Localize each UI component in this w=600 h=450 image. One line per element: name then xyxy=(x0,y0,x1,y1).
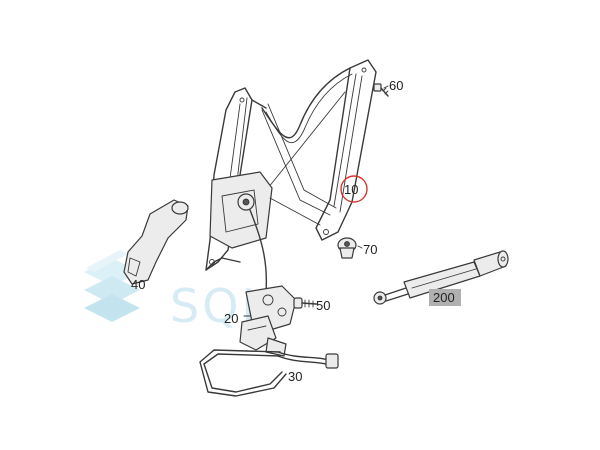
wiring-harness xyxy=(199,349,339,397)
window-regulator-assembly xyxy=(205,59,377,271)
callout-40: 40 xyxy=(131,277,145,292)
callout-200: 200 xyxy=(433,290,455,305)
callout-70: 70 xyxy=(363,242,377,257)
leader-lines xyxy=(243,85,389,317)
drive-cable xyxy=(249,209,268,293)
gas-strut xyxy=(373,250,509,305)
door-handle xyxy=(123,199,189,285)
callout-10-highlight-circle xyxy=(340,175,368,203)
screw-50 xyxy=(293,297,317,309)
callout-10: 10 xyxy=(344,182,358,197)
clip-70 xyxy=(337,237,357,259)
callout-200-highlight-box xyxy=(429,289,461,306)
watermark-logo: SQL xyxy=(84,250,267,333)
callout-60: 60 xyxy=(389,78,403,93)
bolt-60 xyxy=(373,83,389,97)
callout-20: 20 xyxy=(224,311,238,326)
window-motor xyxy=(239,285,297,357)
callout-30: 30 xyxy=(288,369,302,384)
callout-50: 50 xyxy=(316,298,330,313)
